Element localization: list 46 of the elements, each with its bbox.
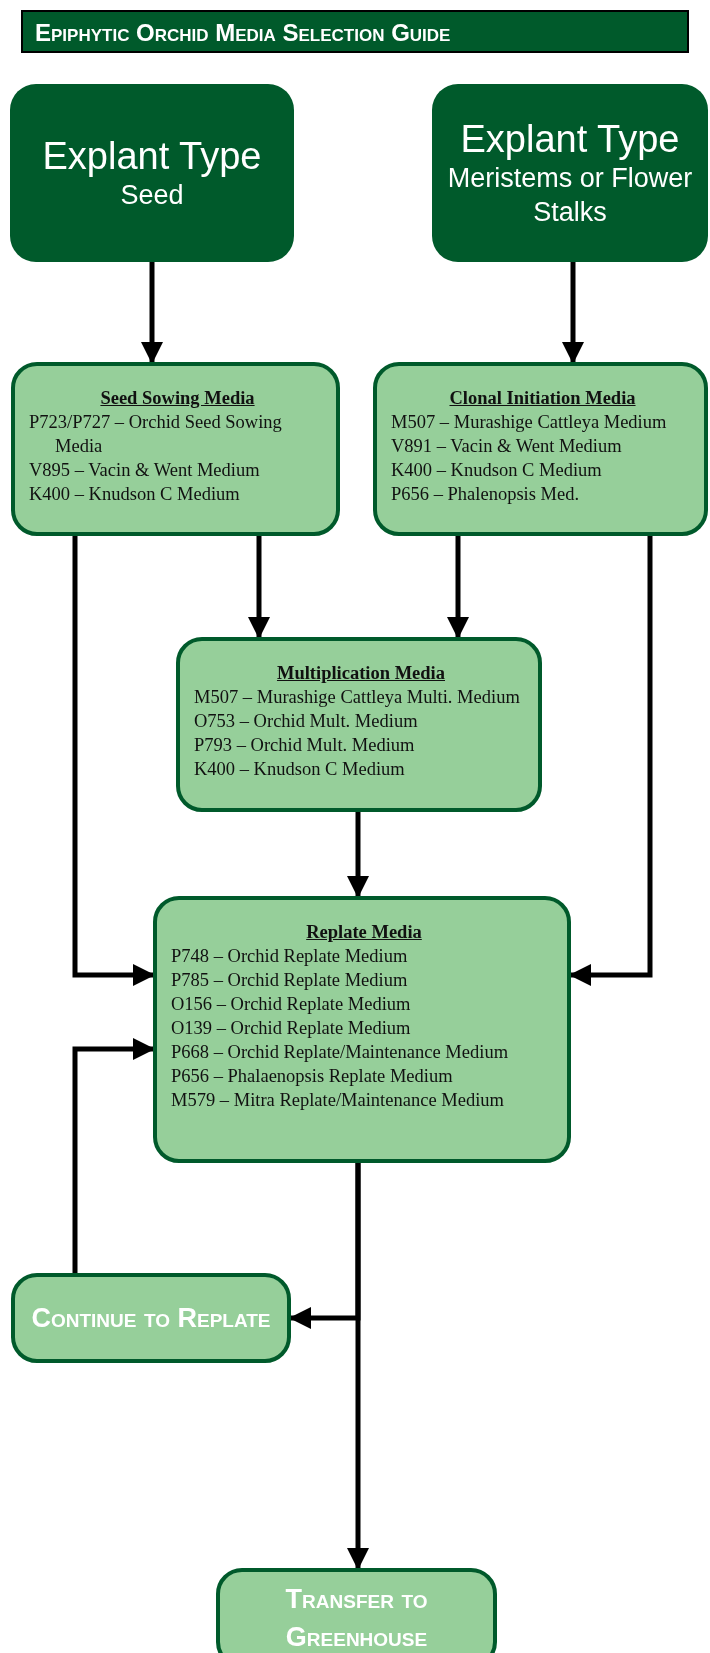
box-heading: Replate Media <box>305 921 423 944</box>
medium-entry: M507 – Murashige Cattleya Medium <box>391 411 668 434</box>
arrow <box>141 262 163 364</box>
arrow <box>447 536 469 639</box>
medium-entry: K400 – Knudson C Medium <box>391 459 603 482</box>
medium-entry: P656 – Phalenopsis Med. <box>391 483 581 506</box>
box-heading: Seed Sowing Media <box>99 387 256 410</box>
medium-entry: V891 – Vacin & Went Medium <box>391 435 623 458</box>
step-box <box>11 1273 291 1363</box>
media-list-box <box>373 362 708 536</box>
medium-entry: O139 – Orchid Replate Medium <box>171 1017 412 1040</box>
media-list-box <box>153 896 571 1163</box>
step-label: Transfer to Greenhouse <box>284 1583 429 1653</box>
medium-entry: O156 – Orchid Replate Medium <box>171 993 412 1016</box>
explant-name: Meristems or Flower Stalks <box>446 162 694 229</box>
medium-entry: P748 – Orchid Replate Medium <box>171 945 409 968</box>
arrow <box>562 262 584 364</box>
explant-name: Seed <box>120 179 184 212</box>
medium-entry: P785 – Orchid Replate Medium <box>171 969 409 992</box>
arrow <box>569 536 653 986</box>
arrow <box>347 812 369 898</box>
medium-entry: P723/P727 – Orchid Seed Sowing Media <box>29 411 283 458</box>
box-heading: Clonal Initiation Media <box>448 387 637 410</box>
box-heading: Multiplication Media <box>275 662 446 685</box>
medium-entry: K400 – Knudson C Medium <box>194 758 406 781</box>
medium-entry: M507 – Murashige Cattleya Multi. Medium <box>194 686 521 709</box>
title: Epiphytic Orchid Media Selection Guide <box>21 10 689 53</box>
medium-entry: P793 – Orchid Mult. Medium <box>194 734 416 757</box>
explant-box <box>432 84 708 262</box>
step-label: Continue to Replate <box>31 1302 271 1335</box>
box-heading: Explant Type <box>42 134 262 178</box>
medium-entry: P668 – Orchid Replate/Maintenance Medium <box>171 1041 510 1064</box>
medium-entry: O753 – Orchid Mult. Medium <box>194 710 419 733</box>
arrow <box>72 1038 155 1273</box>
medium-entry: V895 – Vacin & Went Medium <box>29 459 261 482</box>
medium-entry: P656 – Phalaenopsis Replate Medium <box>171 1065 454 1088</box>
explant-box <box>10 84 294 262</box>
media-list-box <box>176 637 542 812</box>
box-heading: Explant Type <box>460 117 680 161</box>
step-box <box>216 1568 497 1653</box>
arrow <box>248 536 270 639</box>
medium-entry: K400 – Knudson C Medium <box>29 483 241 506</box>
arrow <box>347 1163 369 1570</box>
arrow <box>72 536 155 986</box>
medium-entry: M579 – Mitra Replate/Maintenance Medium <box>171 1089 505 1112</box>
media-list-box <box>11 362 340 536</box>
